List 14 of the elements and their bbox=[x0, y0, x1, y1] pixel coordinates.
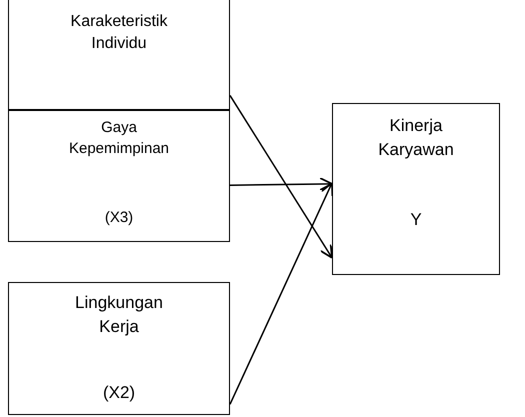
text-box bbox=[8, 110, 230, 242]
text-box bbox=[8, 0, 230, 110]
node-label: Kinerja Karyawan bbox=[377, 115, 455, 161]
node-label: Gaya Kepemimpinan bbox=[68, 118, 170, 159]
arrow bbox=[230, 177, 333, 191]
arrow bbox=[229, 95, 333, 259]
text-box bbox=[332, 103, 500, 275]
node-label: Y bbox=[409, 209, 423, 231]
node-label: Karaketeristik Individu bbox=[70, 12, 168, 54]
text-box bbox=[8, 282, 230, 415]
node-label: (X3) bbox=[104, 208, 134, 228]
arrow bbox=[229, 182, 334, 405]
node-label: (X2) bbox=[102, 382, 136, 404]
node-label: Lingkungan Kerja bbox=[74, 292, 164, 338]
